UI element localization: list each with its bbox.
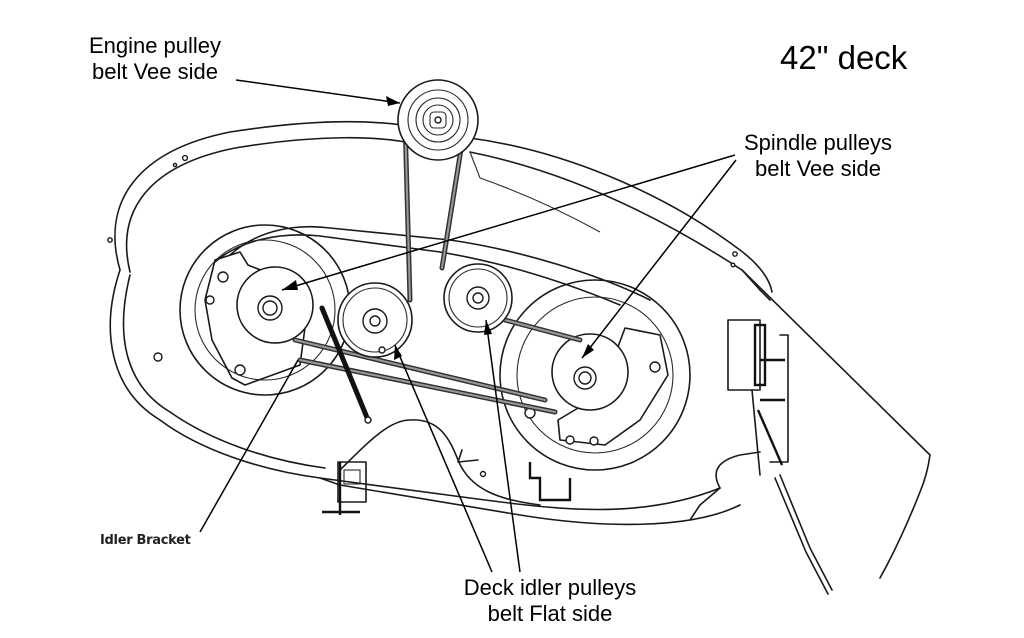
deck-idler-pulleys-label-line1: Deck idler pulleys bbox=[463, 575, 637, 600]
left-spindle-assembly bbox=[179, 224, 351, 396]
right-idler-pulley bbox=[443, 263, 513, 333]
engine-pulley-label: Engine pulley belt Vee side bbox=[70, 33, 240, 86]
deck-idler-pulleys-label: Deck idler pulleys belt Flat side bbox=[440, 575, 660, 628]
diagram-title: 42" deck bbox=[780, 39, 908, 76]
engine-pulley-label-line2: belt Vee side bbox=[92, 59, 218, 85]
idler-bracket bbox=[319, 305, 372, 424]
idler-bracket-label: Idler Bracket bbox=[100, 533, 191, 548]
engine-pulley-label-line1: Engine pulley bbox=[88, 33, 222, 58]
deck-idler-pulleys-label-line2: belt Flat side bbox=[487, 601, 613, 627]
leader-lines bbox=[199, 79, 737, 573]
left-idler-pulley bbox=[337, 282, 413, 358]
engine-pulley bbox=[397, 79, 479, 161]
spindle-pulleys-label-line2: belt Vee side bbox=[755, 156, 881, 182]
deck-hardware bbox=[322, 319, 789, 515]
right-spindle-assembly bbox=[499, 279, 691, 471]
spindle-pulleys-label: Spindle pulleys belt Vee side bbox=[728, 130, 908, 183]
spindle-pulleys-label-line1: Spindle pulleys bbox=[744, 130, 892, 155]
